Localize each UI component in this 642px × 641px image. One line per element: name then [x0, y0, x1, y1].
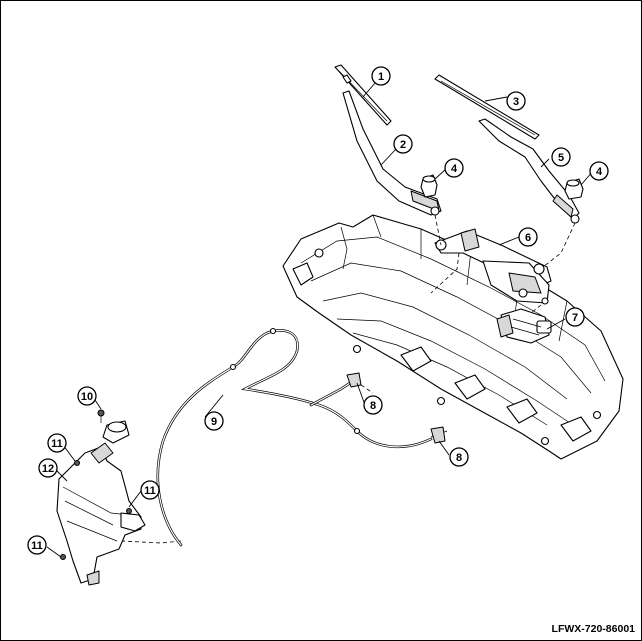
svg-text:11: 11: [144, 485, 156, 497]
svg-text:5: 5: [558, 152, 564, 164]
svg-text:4: 4: [451, 163, 458, 175]
svg-text:8: 8: [370, 400, 376, 412]
svg-text:8: 8: [456, 452, 462, 464]
washer-nozzles: [346, 372, 446, 444]
svg-text:3: 3: [513, 96, 519, 108]
callout-6: 6: [518, 227, 538, 247]
callout-11c: 11: [27, 535, 47, 555]
svg-text:2: 2: [400, 139, 406, 151]
svg-text:6: 6: [525, 232, 531, 244]
svg-text:12: 12: [42, 463, 54, 475]
callout-9: 9: [204, 411, 224, 431]
figure-code: LFWX-720-86001: [551, 623, 635, 635]
svg-text:4: 4: [596, 166, 603, 178]
wiper-linkage: [434, 228, 552, 305]
callout-7: 7: [565, 307, 585, 327]
svg-text:1: 1: [378, 71, 384, 83]
svg-text:10: 10: [81, 391, 93, 403]
callout-11a: 11: [47, 433, 67, 453]
cowl-panel: [282, 214, 624, 460]
svg-text:11: 11: [51, 438, 63, 450]
callout-3: 3: [506, 91, 526, 111]
callout-10: 10: [77, 386, 97, 406]
washer-tank: [56, 420, 146, 586]
callout-11b: 11: [140, 480, 160, 500]
callout-2: 2: [393, 134, 413, 154]
tank-bolts: [60, 409, 132, 560]
washer-hose: [156, 327, 433, 547]
svg-text:11: 11: [31, 540, 43, 552]
callout-4a: 4: [444, 158, 464, 178]
callout-8a: 8: [363, 395, 383, 415]
wiper-blade-passenger: [434, 74, 540, 140]
callout-5: 5: [551, 147, 571, 167]
pivot-nut-caps: [420, 174, 584, 200]
wiper-arm-passenger: [478, 118, 580, 224]
callout-8b: 8: [449, 447, 469, 467]
callout-4b: 4: [589, 161, 609, 181]
wiper-blade-driver: [334, 64, 392, 126]
svg-text:7: 7: [572, 312, 578, 324]
callout-12: 12: [38, 458, 58, 478]
callout-1: 1: [371, 66, 391, 86]
svg-text:9: 9: [211, 416, 217, 428]
wiper-arm-driver: [342, 90, 442, 216]
